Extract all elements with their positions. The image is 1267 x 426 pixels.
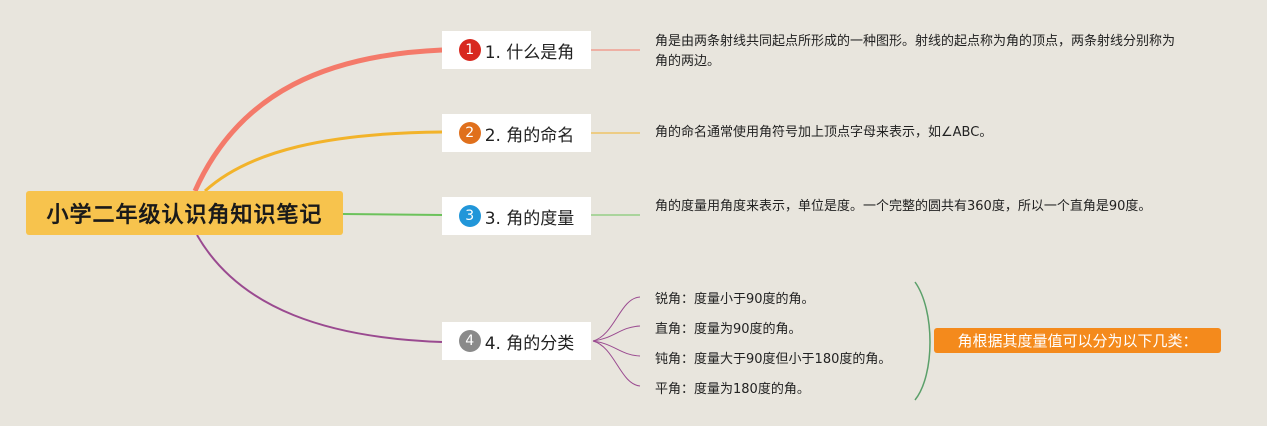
- subtopic-obtuse-angle[interactable]: 钝角：度量大于90度但小于180度的角。: [655, 352, 892, 367]
- topic-description-3: 角的度量用角度来表示，单位是度。一个完整的圆共有360度，所以一个直角是90度。: [655, 199, 1152, 214]
- number-badge-2-icon: 2: [458, 122, 481, 144]
- branch-line-2: [203, 130, 443, 193]
- topic-label: 4. 角的分类: [484, 333, 575, 354]
- topic-what-is-angle[interactable]: 1 1. 什么是角: [442, 31, 591, 69]
- subtopic-acute-angle[interactable]: 锐角：度量小于90度的角。: [655, 292, 815, 307]
- number-badge-1-icon: 1: [458, 39, 481, 61]
- topic-label: 2. 角的命名: [484, 125, 575, 146]
- topic-angle-measure[interactable]: 3 3. 角的度量: [442, 197, 591, 235]
- branch-line-1: [192, 47, 443, 193]
- topic-angle-classification[interactable]: 4 4. 角的分类: [442, 322, 591, 360]
- subtopic-straight-angle[interactable]: 平角：度量为180度的角。: [655, 382, 810, 397]
- number-badge-3-icon: 3: [458, 205, 481, 227]
- summary-label[interactable]: 角根据其度量值可以分为以下几类：: [934, 328, 1221, 353]
- sub-line-3: [592, 340, 641, 357]
- topic-description-2: 角的命名通常使用角符号加上顶点字母来表示，如∠ABC。: [655, 125, 993, 140]
- number-badge-4-icon: 4: [458, 330, 481, 352]
- root-topic[interactable]: 小学二年级认识角知识笔记: [26, 191, 343, 235]
- branch-line-3: [342, 213, 443, 216]
- branch-line-4: [196, 234, 443, 343]
- subtopic-right-angle[interactable]: 直角：度量为90度的角。: [655, 322, 802, 337]
- sub-line-1: [592, 296, 641, 342]
- sub-line-2: [592, 325, 641, 342]
- summary-brace: [914, 281, 931, 401]
- topic-label: 3. 角的度量: [484, 208, 575, 229]
- topic-description-1: 角是由两条射线共同起点所形成的一种图形。射线的起点称为角的顶点，两条射线分别称为…: [655, 34, 1176, 69]
- sub-line-4: [592, 340, 641, 387]
- topic-label: 1. 什么是角: [484, 42, 575, 63]
- topic-angle-naming[interactable]: 2 2. 角的命名: [442, 114, 591, 152]
